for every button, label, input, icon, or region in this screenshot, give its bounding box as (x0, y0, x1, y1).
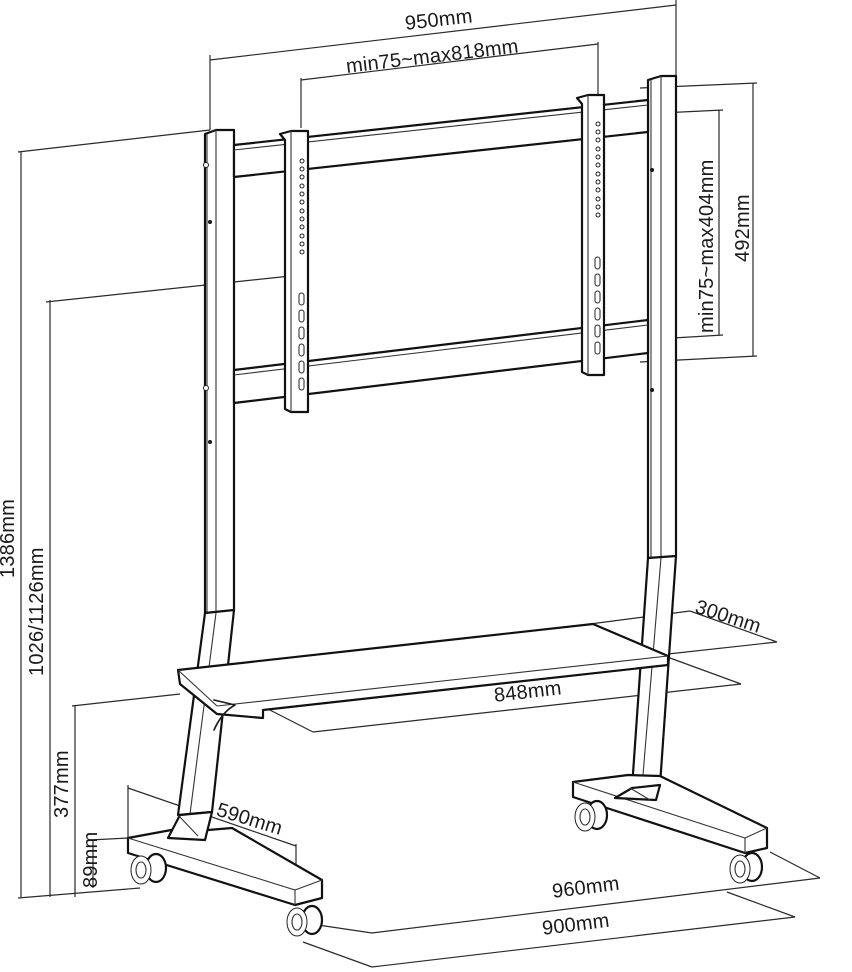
left-upright (176, 128, 236, 817)
dim-vesa-vertical: min75~max404mm (696, 159, 718, 333)
caster-back-left (574, 799, 609, 832)
shelf (176, 622, 670, 731)
left-base-foot (126, 810, 324, 907)
right-vesa-bracket (575, 93, 606, 377)
caster-wheels (130, 799, 764, 937)
dim-bracket-height: 492mm (732, 194, 754, 262)
dim-base-height: 89mm (80, 831, 102, 888)
caster-front-left (130, 852, 168, 885)
caster-front-right (286, 904, 324, 937)
left-vesa-bracket (278, 129, 310, 414)
dim-shelf-height: 377mm (51, 750, 73, 818)
dim-mount-center-height: 1026/1126mm (26, 547, 48, 676)
dim-overall-height: 1386mm (0, 498, 19, 578)
caster-back-right (729, 851, 764, 884)
mounting-rails (232, 98, 650, 405)
right-upright (630, 74, 678, 790)
